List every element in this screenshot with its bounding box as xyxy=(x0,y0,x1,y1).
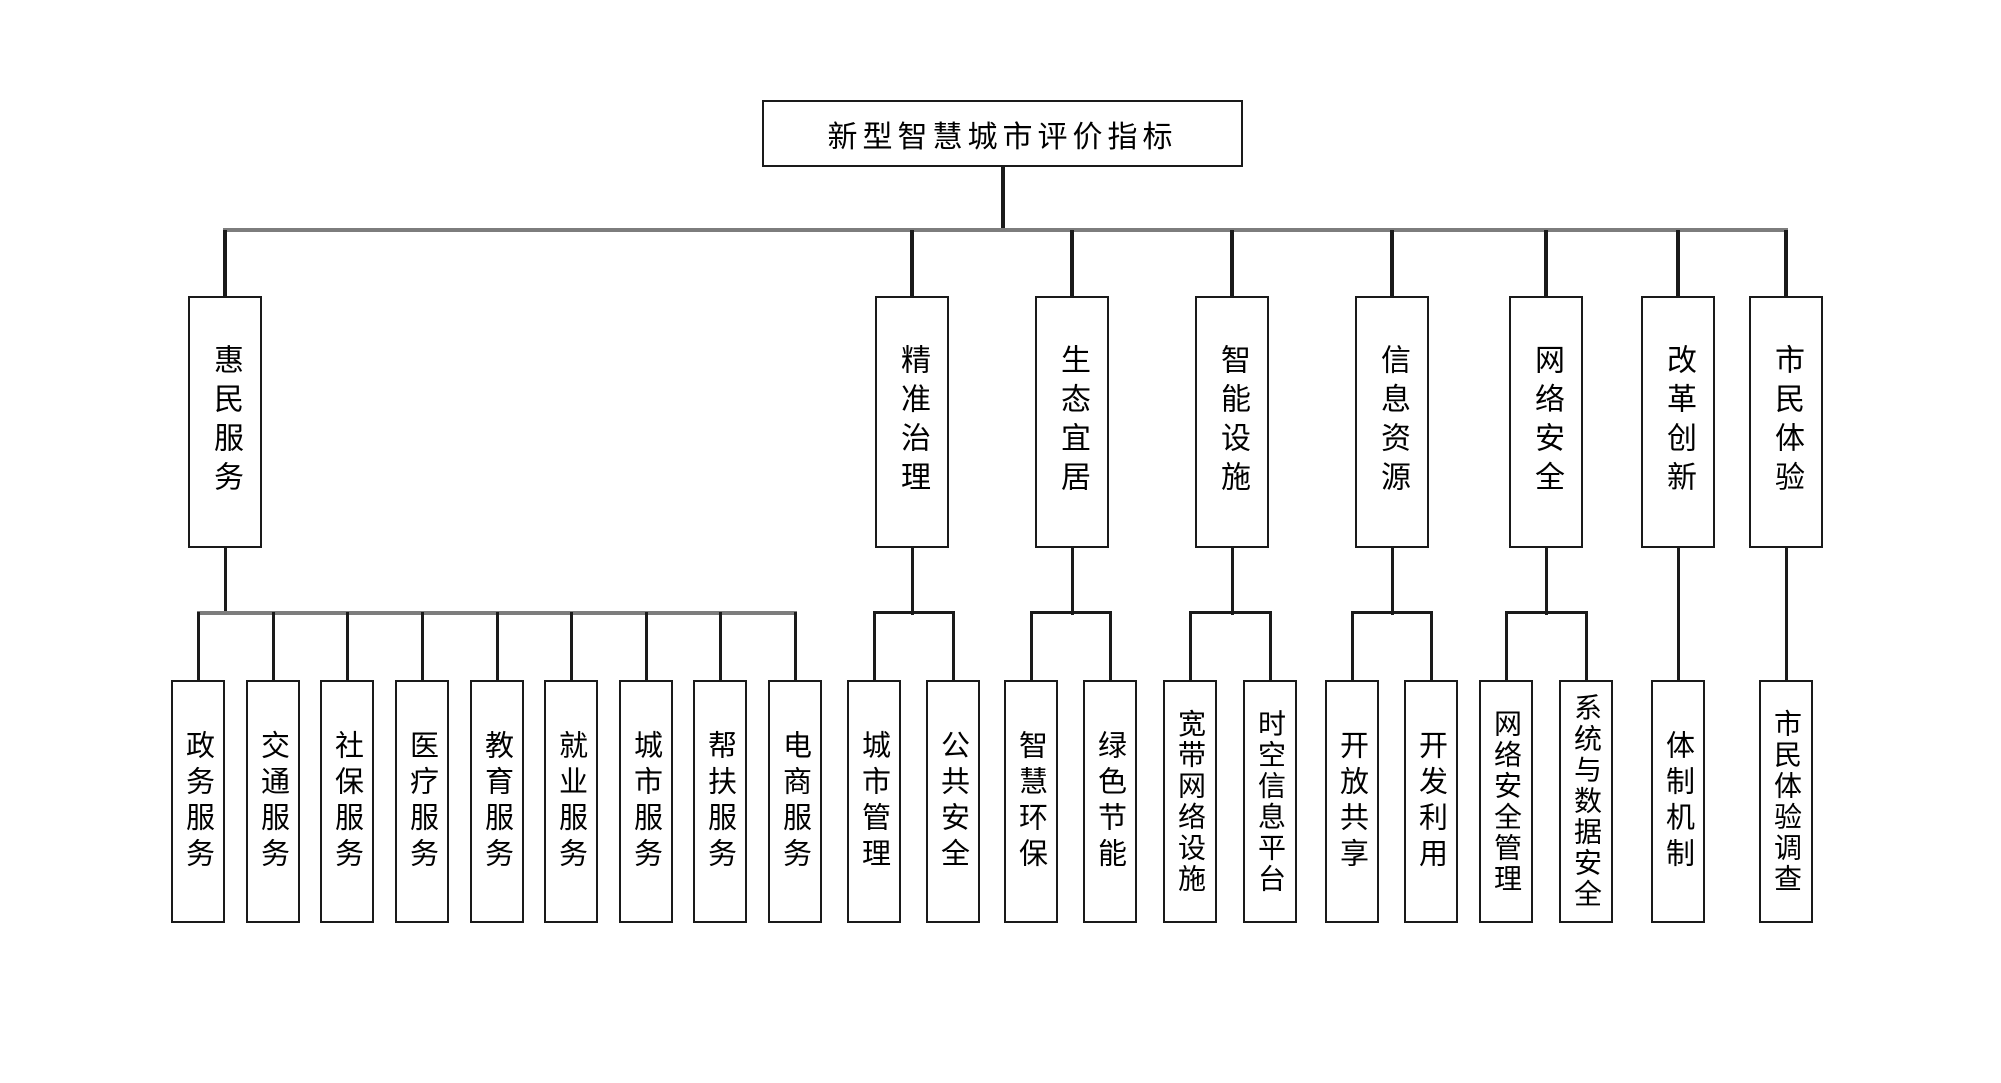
branch-node: 市民体验 xyxy=(1749,296,1823,548)
connector-line xyxy=(1350,612,1354,680)
leaf-node: 帮扶服务 xyxy=(693,680,747,923)
connector-line xyxy=(644,612,648,680)
connector-line xyxy=(951,612,955,680)
connector-line xyxy=(1429,612,1433,680)
connector-line xyxy=(271,612,275,680)
connector-line xyxy=(223,230,227,296)
leaf-node: 市民体验调查 xyxy=(1759,680,1813,923)
connector-line xyxy=(1268,612,1272,680)
leaf-node: 开发利用 xyxy=(1404,680,1458,923)
connector-line xyxy=(910,548,914,615)
connector-line xyxy=(196,612,200,680)
connector-line xyxy=(1188,611,1272,614)
branch-node: 改革创新 xyxy=(1641,296,1715,548)
connector-line xyxy=(1001,167,1005,232)
connector-line xyxy=(1676,230,1680,296)
connector-line xyxy=(1029,612,1033,680)
leaf-node: 开放共享 xyxy=(1325,680,1379,923)
connector-line xyxy=(495,612,499,680)
connector-line xyxy=(793,612,797,680)
leaf-node: 绿色节能 xyxy=(1083,680,1137,923)
connector-line xyxy=(872,612,876,680)
connector-line xyxy=(223,548,227,615)
leaf-node: 电商服务 xyxy=(768,680,822,923)
leaf-node: 就业服务 xyxy=(544,680,598,923)
connector-line xyxy=(1188,612,1192,680)
connector-line xyxy=(1029,611,1112,614)
connector-line xyxy=(1070,230,1074,296)
branch-node: 生态宜居 xyxy=(1035,296,1109,548)
connector-line xyxy=(1390,548,1394,615)
leaf-node: 城市服务 xyxy=(619,680,673,923)
leaf-node: 宽带网络设施 xyxy=(1163,680,1217,923)
leaf-node: 政务服务 xyxy=(171,680,225,923)
connector-line xyxy=(345,612,349,680)
connector-line xyxy=(1108,612,1112,680)
connector-line xyxy=(1784,548,1788,680)
connector-line xyxy=(1584,612,1588,680)
connector-line xyxy=(1070,548,1074,615)
branch-node: 精准治理 xyxy=(875,296,949,548)
leaf-node: 医疗服务 xyxy=(395,680,449,923)
connector-line xyxy=(1784,230,1788,296)
connector-line xyxy=(872,611,955,614)
leaf-node: 系统与数据安全 xyxy=(1559,680,1613,923)
leaf-node: 体制机制 xyxy=(1651,680,1705,923)
leaf-node: 时空信息平台 xyxy=(1243,680,1297,923)
connector-line xyxy=(1390,230,1394,296)
leaf-node: 教育服务 xyxy=(470,680,524,923)
branch-node: 网络安全 xyxy=(1509,296,1583,548)
leaf-node: 网络安全管理 xyxy=(1479,680,1533,923)
leaf-node: 社保服务 xyxy=(320,680,374,923)
connector-line xyxy=(1504,612,1508,680)
connector-line xyxy=(910,230,914,296)
branch-node: 信息资源 xyxy=(1355,296,1429,548)
connector-line xyxy=(1544,548,1548,615)
connector-line xyxy=(569,612,573,680)
leaf-node: 智慧环保 xyxy=(1004,680,1058,923)
connector-line xyxy=(1230,230,1234,296)
connector-line xyxy=(1544,230,1548,296)
branch-node: 惠民服务 xyxy=(188,296,262,548)
connector-line xyxy=(718,612,722,680)
root-node: 新型智慧城市评价指标 xyxy=(762,100,1243,167)
branch-node: 智能设施 xyxy=(1195,296,1269,548)
connector-line xyxy=(1676,548,1680,680)
connector-line xyxy=(223,228,1788,232)
leaf-node: 公共安全 xyxy=(926,680,980,923)
connector-line xyxy=(1230,548,1234,615)
leaf-node: 城市管理 xyxy=(847,680,901,923)
connector-line xyxy=(420,612,424,680)
connector-line xyxy=(1504,611,1588,614)
leaf-node: 交通服务 xyxy=(246,680,300,923)
connector-line xyxy=(1350,611,1433,614)
